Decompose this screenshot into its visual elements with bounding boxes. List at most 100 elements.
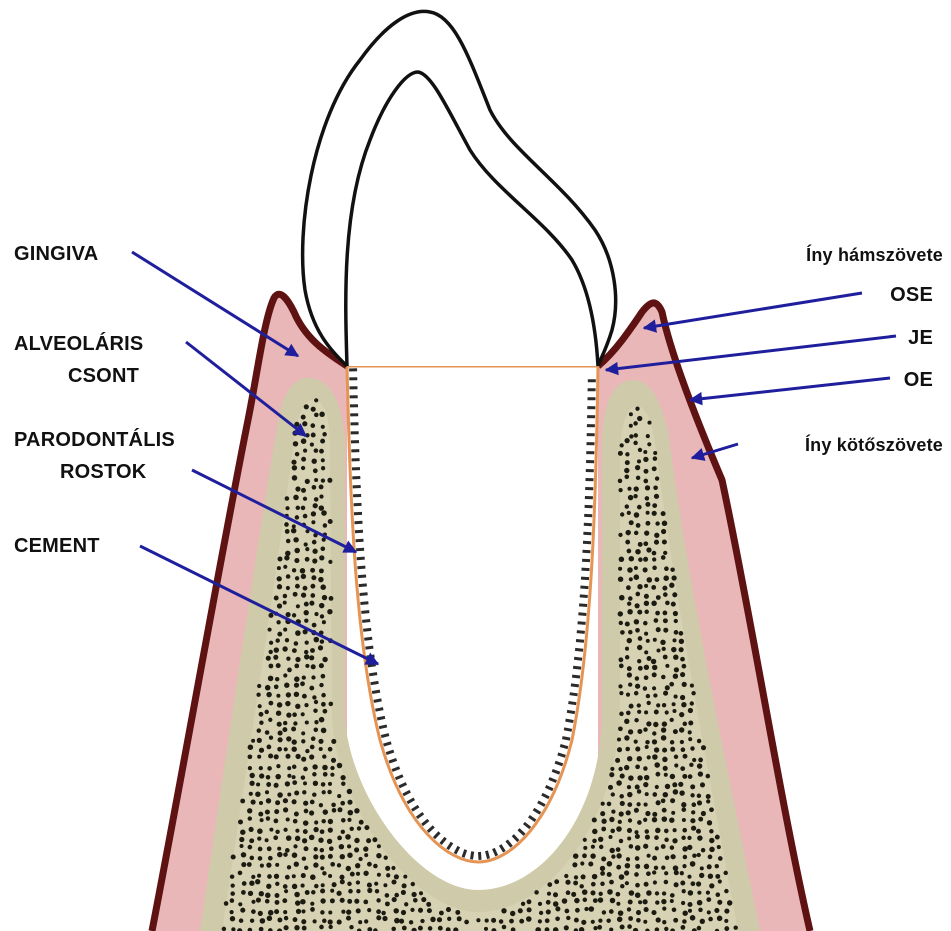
bone-dot — [671, 575, 676, 580]
bone-dot — [341, 910, 345, 914]
bone-dot — [339, 875, 344, 880]
bone-dot — [672, 709, 676, 713]
bone-dot — [643, 818, 647, 822]
pdl-fiber — [379, 726, 387, 728]
bone-dot — [620, 884, 624, 888]
bone-dot — [706, 799, 710, 803]
bone-dot — [258, 847, 263, 852]
bone-dot — [635, 549, 641, 555]
bone-dot — [628, 495, 633, 500]
bone-dot — [330, 889, 334, 893]
bone-dot — [319, 803, 323, 807]
bone-dot — [287, 793, 291, 797]
bone-dot — [616, 892, 621, 897]
bone-dot — [476, 918, 480, 922]
bone-dot — [305, 664, 309, 668]
bone-dot — [301, 415, 306, 420]
pdl-fiber — [367, 656, 375, 657]
bone-dot — [259, 748, 264, 753]
bone-dot — [337, 763, 343, 769]
bone-dot — [295, 754, 300, 759]
bone-dot — [696, 881, 701, 886]
bone-dot — [303, 781, 307, 785]
bone-dot — [582, 889, 588, 895]
bone-dot — [287, 668, 292, 673]
bone-dot — [592, 817, 597, 822]
bone-dot — [320, 910, 324, 914]
bone-dot — [358, 857, 362, 861]
bone-dot — [260, 864, 264, 868]
bone-dot — [275, 893, 280, 898]
bone-dot — [718, 856, 723, 861]
bone-dot — [286, 835, 292, 841]
bone-dot — [673, 918, 678, 923]
bone-dot — [285, 848, 290, 853]
bone-dot — [310, 745, 315, 750]
bone-dot — [267, 874, 272, 879]
bone-dot — [314, 700, 318, 704]
bone-dot — [327, 478, 332, 483]
bone-dot — [644, 469, 649, 474]
bone-dot — [628, 596, 633, 601]
bone-dot — [274, 874, 279, 879]
bone-dot — [652, 511, 657, 516]
bone-dot — [697, 891, 701, 895]
bone-dot — [302, 421, 307, 426]
bone-dot — [691, 826, 696, 831]
bone-dot — [282, 727, 287, 732]
bone-dot — [620, 924, 625, 929]
bone-dot — [356, 889, 360, 893]
bone-dot — [303, 767, 308, 772]
bone-dot — [312, 549, 317, 554]
bone-dot — [633, 421, 637, 425]
bone-dot — [674, 870, 679, 875]
bone-dot — [322, 871, 326, 875]
tooth-crown-enamel — [303, 11, 616, 366]
bone-dot — [329, 596, 334, 601]
bone-dot — [305, 720, 309, 724]
bone-dot — [310, 584, 315, 589]
arrow-oe — [690, 378, 890, 400]
bone-dot — [682, 682, 687, 687]
bone-dot — [661, 675, 665, 679]
bone-dot — [295, 584, 300, 589]
bone-dot — [357, 826, 361, 830]
bone-dot — [320, 584, 326, 590]
bone-dot — [664, 871, 668, 875]
bone-dot — [674, 755, 678, 759]
bone-dot — [673, 789, 679, 795]
pdl-fiber — [371, 682, 379, 683]
bone-dot — [268, 676, 274, 682]
bone-dot — [313, 862, 318, 867]
bone-dot — [651, 585, 656, 590]
bone-dot — [633, 494, 637, 498]
bone-dot — [654, 762, 660, 768]
bone-dot — [251, 739, 255, 743]
bone-dot — [318, 739, 323, 744]
bone-dot — [305, 557, 310, 562]
bone-dot — [284, 889, 288, 893]
bone-dot — [322, 765, 328, 771]
bone-dot — [583, 898, 588, 903]
bone-dot — [627, 785, 631, 789]
bone-dot — [411, 892, 416, 897]
bone-dot — [652, 557, 656, 561]
bone-dot — [266, 656, 271, 661]
bone-dot — [627, 602, 631, 606]
bone-dot — [663, 766, 668, 771]
bone-dot — [681, 802, 686, 807]
bone-dot — [345, 834, 351, 840]
bone-dot — [327, 790, 331, 794]
pdl-fiber — [487, 851, 489, 859]
bone-dot — [301, 466, 305, 470]
bone-dot — [652, 812, 657, 817]
bone-dot — [683, 722, 688, 727]
bone-dot — [268, 910, 274, 916]
bone-dot — [296, 909, 301, 914]
bone-dot — [634, 512, 640, 518]
bone-dot — [294, 664, 299, 669]
bone-dot — [312, 772, 317, 777]
bone-dot — [619, 557, 625, 563]
bone-dot — [565, 909, 570, 914]
bone-dot — [375, 889, 379, 893]
